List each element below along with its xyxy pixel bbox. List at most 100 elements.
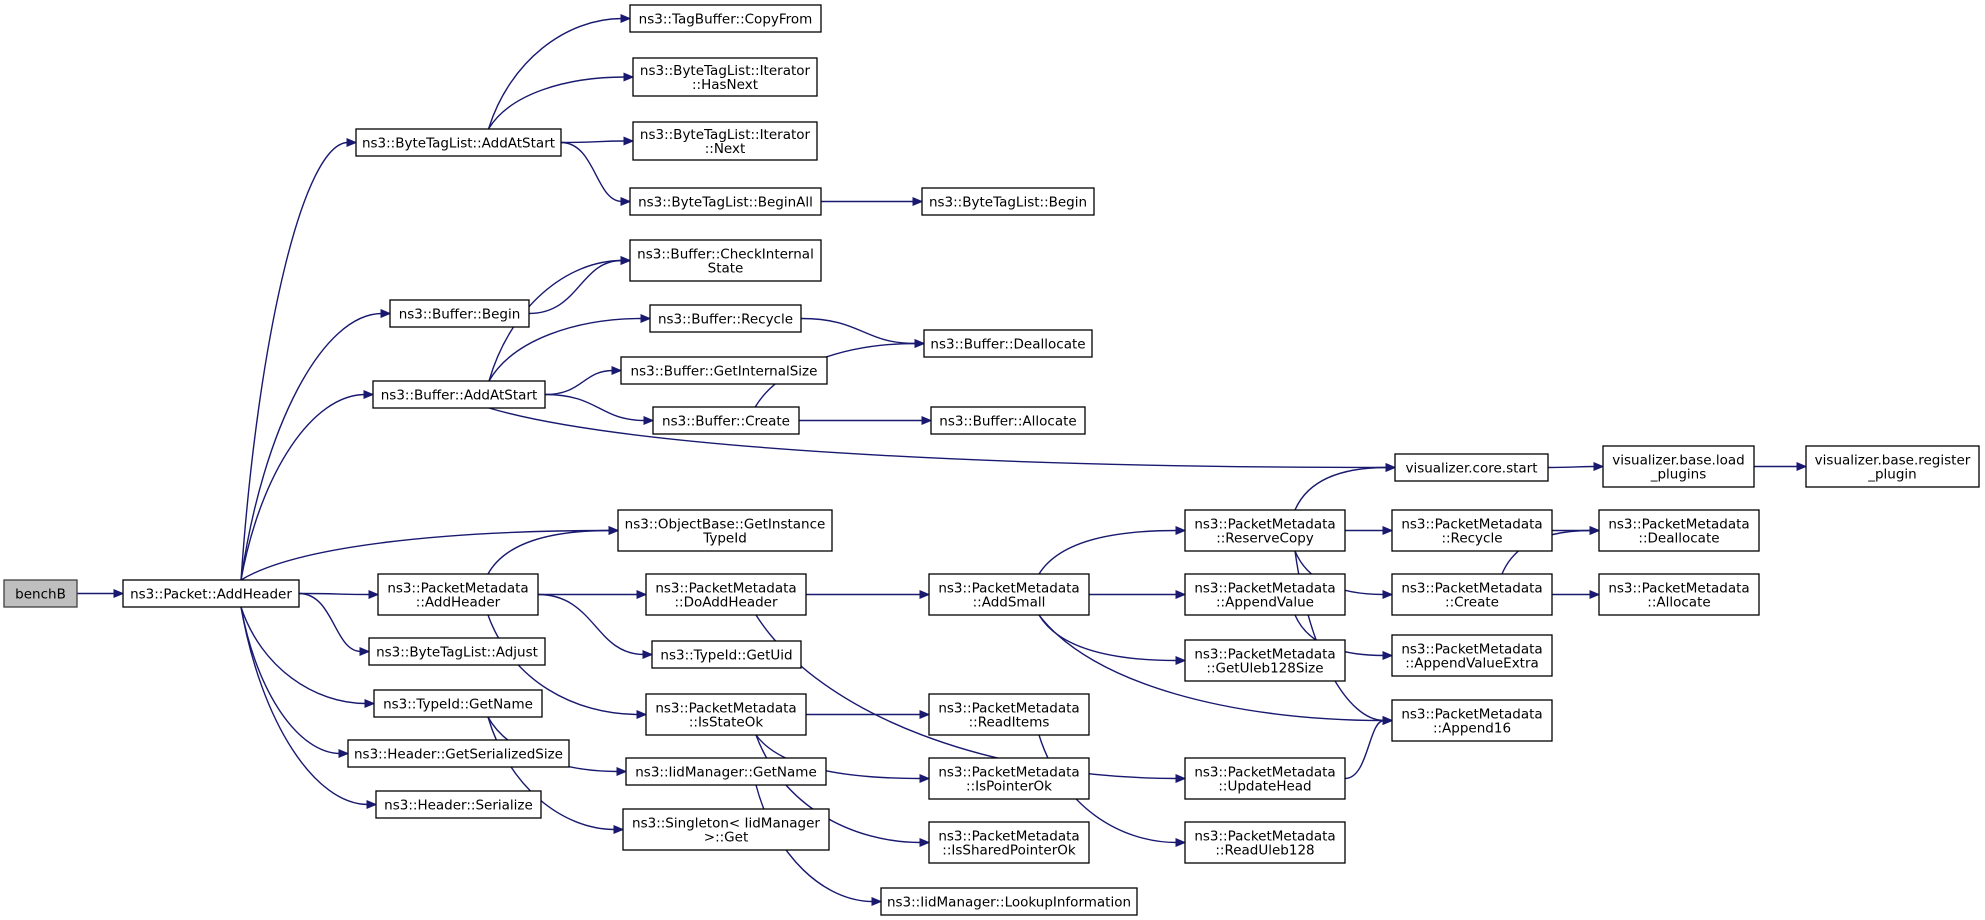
node-label: ::Allocate — [1647, 595, 1710, 611]
node-iid-lookup-information[interactable]: ns3::IidManager::LookupInformation — [880, 887, 1138, 916]
node-type-id-get-name[interactable]: ns3::TypeId::GetName — [373, 689, 543, 718]
node-buf-get-internal-size[interactable]: ns3::Buffer::GetInternalSize — [620, 356, 828, 385]
edge-pm-create-to-pm-allocate — [1552, 589, 1601, 600]
node-pm-is-state-ok[interactable]: ns3::PacketMetadata::IsStateOk — [645, 693, 807, 736]
node-box — [1391, 699, 1553, 742]
node-pm-allocate[interactable]: ns3::PacketMetadata::Allocate — [1598, 573, 1760, 616]
node-iid-get-name[interactable]: ns3::IidManager::GetName — [625, 757, 827, 786]
node-pm-deallocate[interactable]: ns3::PacketMetadata::Deallocate — [1598, 509, 1760, 552]
node-label: ns3::Buffer::Allocate — [939, 414, 1076, 430]
node-box — [649, 304, 802, 333]
node-box — [645, 573, 807, 616]
node-btl-begin[interactable]: ns3::ByteTagList::Begin — [921, 187, 1095, 216]
node-box — [923, 329, 1093, 358]
node-type-id-get-uid[interactable]: ns3::TypeId::GetUid — [651, 640, 802, 669]
node-pm-append-value-extra[interactable]: ns3::PacketMetadata::AppendValueExtra — [1391, 634, 1553, 677]
edge-viz-load-plugins-to-viz-register-plugin — [1754, 461, 1808, 472]
node-label: ns3::PacketMetadata — [1401, 707, 1542, 723]
edge-add-header-to-buf-begin — [240, 308, 392, 581]
node-label: visualizer.base.load — [1612, 453, 1744, 469]
edge-bench-b-to-add-header — [76, 588, 125, 599]
node-box — [625, 757, 827, 786]
node-label: ::AddSmall — [973, 595, 1046, 611]
node-pm-is-shared-pointer-ok[interactable]: ns3::PacketMetadata::IsSharedPointerOk — [928, 821, 1090, 864]
node-label: _plugin — [1867, 467, 1917, 483]
arrowhead — [1382, 650, 1394, 661]
arrowhead — [1382, 715, 1394, 726]
node-buf-allocate[interactable]: ns3::Buffer::Allocate — [930, 406, 1086, 435]
node-btl-adjust[interactable]: ns3::ByteTagList::Adjust — [368, 637, 546, 666]
node-tb-copy-from[interactable]: ns3::TagBuffer::CopyFrom — [629, 4, 822, 33]
arrowhead — [359, 646, 371, 657]
node-header-get-serialized-size[interactable]: ns3::Header::GetSerializedSize — [347, 739, 570, 768]
node-box — [1391, 634, 1553, 677]
node-buf-recycle[interactable]: ns3::Buffer::Recycle — [649, 304, 802, 333]
node-pm-read-items[interactable]: ns3::PacketMetadata::ReadItems — [928, 693, 1090, 736]
edge-pm-add-header-to-obj-base-get-instance-type-id — [487, 525, 620, 575]
node-box — [1805, 445, 1980, 488]
node-label: ns3::ByteTagList::Adjust — [376, 645, 538, 661]
node-pm-do-add-header[interactable]: ns3::PacketMetadata::DoAddHeader — [645, 573, 807, 616]
node-label: ns3::Buffer::CheckInternal — [637, 247, 814, 263]
node-label: ns3::PacketMetadata — [1608, 517, 1749, 533]
node-header-serialize[interactable]: ns3::Header::Serialize — [375, 790, 542, 819]
node-label: ::IsPointerOk — [966, 779, 1052, 795]
node-box — [1184, 573, 1346, 616]
node-buf-create[interactable]: ns3::Buffer::Create — [652, 406, 800, 435]
node-pm-add-small[interactable]: ns3::PacketMetadata::AddSmall — [928, 573, 1090, 616]
node-label: ns3::PacketMetadata — [938, 765, 1079, 781]
edge-buf-add-at-start-to-buf-recycle — [488, 313, 652, 382]
node-pm-update-head[interactable]: ns3::PacketMetadata::UpdateHead — [1184, 757, 1346, 800]
node-buf-begin[interactable]: ns3::Buffer::Begin — [389, 299, 530, 328]
node-pm-append16[interactable]: ns3::PacketMetadata::Append16 — [1391, 699, 1553, 742]
node-pm-append-value[interactable]: ns3::PacketMetadata::AppendValue — [1184, 573, 1346, 616]
node-pm-create[interactable]: ns3::PacketMetadata::Create — [1391, 573, 1553, 616]
arrowhead — [346, 137, 358, 148]
node-box — [355, 128, 562, 157]
node-box — [629, 187, 822, 216]
edge-add-header-to-buf-add-at-start — [240, 389, 375, 581]
node-pm-get-uleb128-size[interactable]: ns3::PacketMetadata::GetUleb128Size — [1184, 639, 1346, 682]
node-box — [632, 57, 818, 97]
node-singleton-get[interactable]: ns3::Singleton< IidManager >::Get — [622, 808, 830, 851]
node-bench-b[interactable]: benchB — [3, 579, 78, 608]
node-label: ns3::PacketMetadata — [1194, 765, 1335, 781]
node-label: ns3::PacketMetadata — [1401, 517, 1542, 533]
node-label: State — [708, 261, 744, 277]
node-buf-add-at-start[interactable]: ns3::Buffer::AddAtStart — [372, 380, 546, 409]
node-buf-deallocate[interactable]: ns3::Buffer::Deallocate — [923, 329, 1093, 358]
node-box — [377, 573, 539, 616]
node-label: ns3::Buffer::Deallocate — [930, 337, 1085, 353]
node-viz-load-plugins[interactable]: visualizer.base.load_plugins — [1602, 445, 1755, 488]
node-btl-begin-all[interactable]: ns3::ByteTagList::BeginAll — [629, 187, 822, 216]
node-label: ::HasNext — [692, 77, 758, 93]
edge-pm-add-header-to-type-id-get-uid — [537, 593, 654, 660]
node-btl-it-next[interactable]: ns3::ByteTagList::Iterator::Next — [632, 121, 818, 161]
node-label: ns3::Packet::AddHeader — [130, 587, 292, 603]
node-btl-add-at-start[interactable]: ns3::ByteTagList::AddAtStart — [355, 128, 562, 157]
node-pm-reserve-copy[interactable]: ns3::PacketMetadata::ReserveCopy — [1184, 509, 1346, 552]
node-label: ::Create — [1445, 595, 1499, 611]
node-pm-recycle[interactable]: ns3::PacketMetadata::Recycle — [1391, 509, 1553, 552]
arrowhead — [613, 824, 625, 835]
node-btl-it-has-next[interactable]: ns3::ByteTagList::Iterator::HasNext — [632, 57, 818, 97]
node-label: visualizer.core.start — [1405, 461, 1537, 477]
arrowhead — [1589, 589, 1601, 600]
node-pm-read-uleb128[interactable]: ns3::PacketMetadata::ReadUleb128 — [1184, 821, 1346, 864]
arrowhead — [642, 649, 654, 660]
node-pm-is-pointer-ok[interactable]: ns3::PacketMetadata::IsPointerOk — [928, 757, 1090, 800]
node-label: benchB — [15, 587, 66, 603]
arrowhead — [623, 136, 635, 146]
node-pm-add-header[interactable]: ns3::PacketMetadata::AddHeader — [377, 573, 539, 616]
arrowhead — [1175, 773, 1187, 784]
node-box — [629, 4, 822, 33]
node-viz-register-plugin[interactable]: visualizer.base.register_plugin — [1805, 445, 1980, 488]
node-box — [122, 579, 300, 608]
node-add-header[interactable]: ns3::Packet::AddHeader — [122, 579, 300, 608]
node-viz-core-start[interactable]: visualizer.core.start — [1394, 453, 1549, 482]
node-label: ::ReadItems — [969, 715, 1050, 731]
arrowhead — [338, 748, 350, 759]
node-label: ::GetUleb128Size — [1206, 661, 1323, 677]
